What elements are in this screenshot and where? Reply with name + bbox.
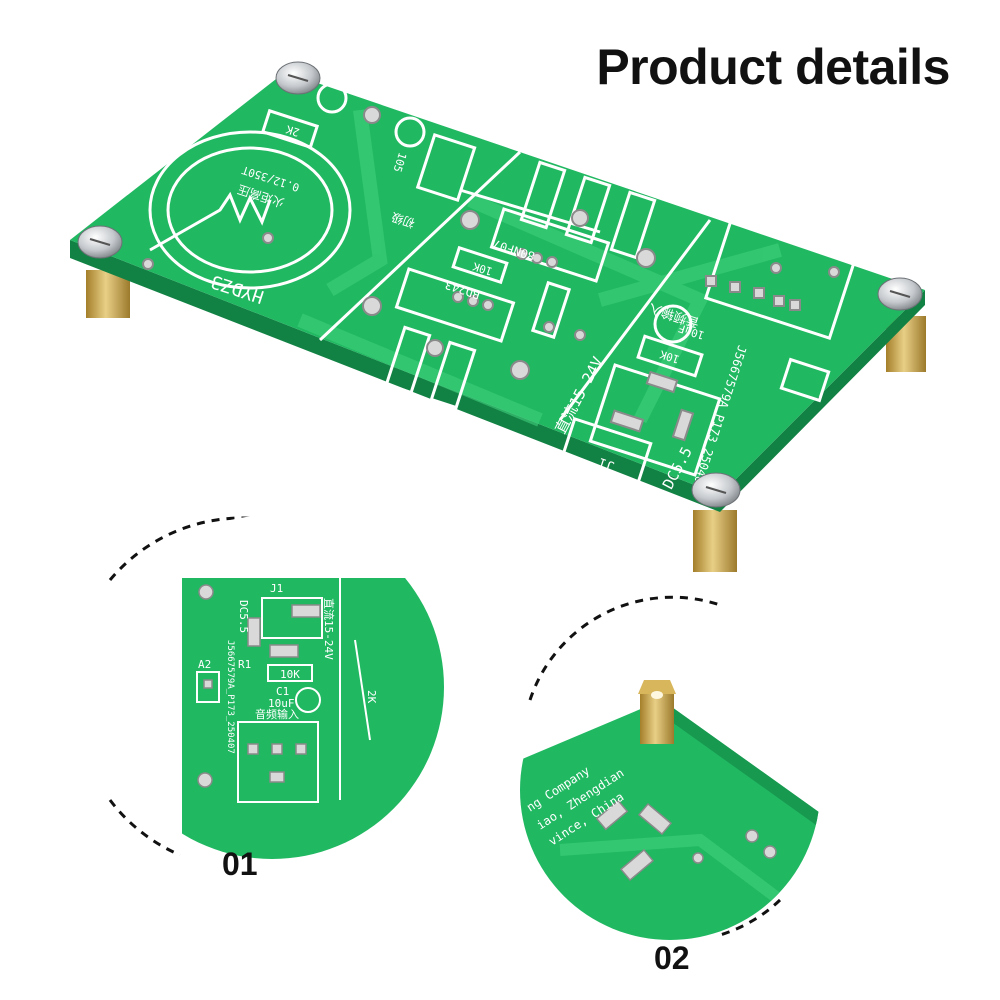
pcb-board [70, 72, 925, 495]
inset1-2k-label: 2K [365, 690, 378, 704]
board-r4-value: 10K [471, 259, 494, 278]
screw-heads [77, 61, 923, 508]
inset-number-01: 01 [222, 846, 258, 882]
inset-01: DC5.5 J1 直流15-24V 10K C1 10uF A2 R1 2K 音… [100, 515, 444, 859]
board-r5-value: 2K [284, 122, 301, 139]
inset-number-02: 02 [654, 940, 690, 976]
inset1-audio-label: 音频输入 [255, 707, 299, 721]
inset1-10k-label: 10K [280, 668, 300, 681]
inset-02: ng Company iao, Zhengdian vince, China [520, 595, 820, 940]
inset1-10uf-label: 10uF [268, 697, 295, 710]
inset1-power-label: 直流15-24V [322, 598, 336, 660]
inset1-j1-label: J1 [270, 582, 283, 595]
board-c2-value: 105 [390, 151, 409, 174]
inset1-partno-label: J5667579A_P173_250407 [225, 640, 235, 754]
board-r1-value: 10K [658, 347, 681, 366]
inset1-c1-label: C1 [276, 685, 289, 698]
board-jack-label: J1 [597, 454, 617, 473]
page-title: Product details [596, 39, 950, 95]
inset1-dc-label: DC5.5 [237, 600, 250, 633]
inset1-r1-label: R1 [238, 658, 251, 671]
inset1-a2-label: A2 [198, 658, 211, 671]
